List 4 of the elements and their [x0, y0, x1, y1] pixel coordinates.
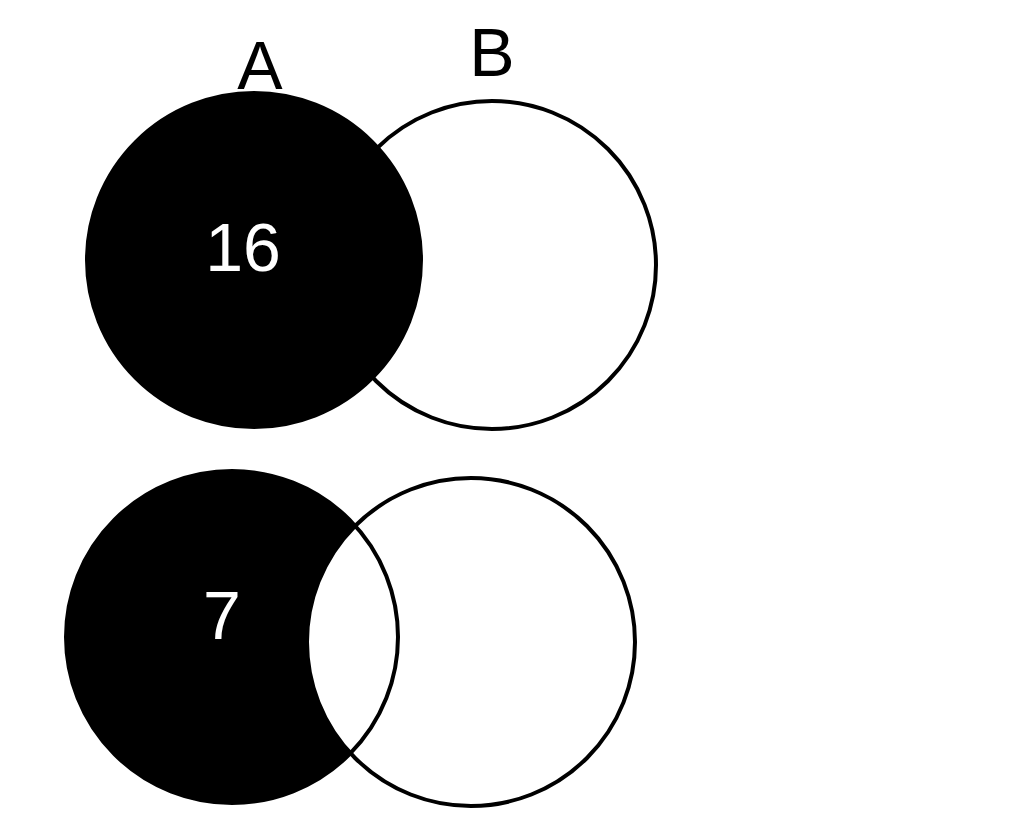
set-label: B	[469, 18, 515, 86]
set-label: A	[237, 31, 283, 99]
count-label: 16	[205, 213, 281, 281]
count-label: 7	[203, 581, 241, 649]
